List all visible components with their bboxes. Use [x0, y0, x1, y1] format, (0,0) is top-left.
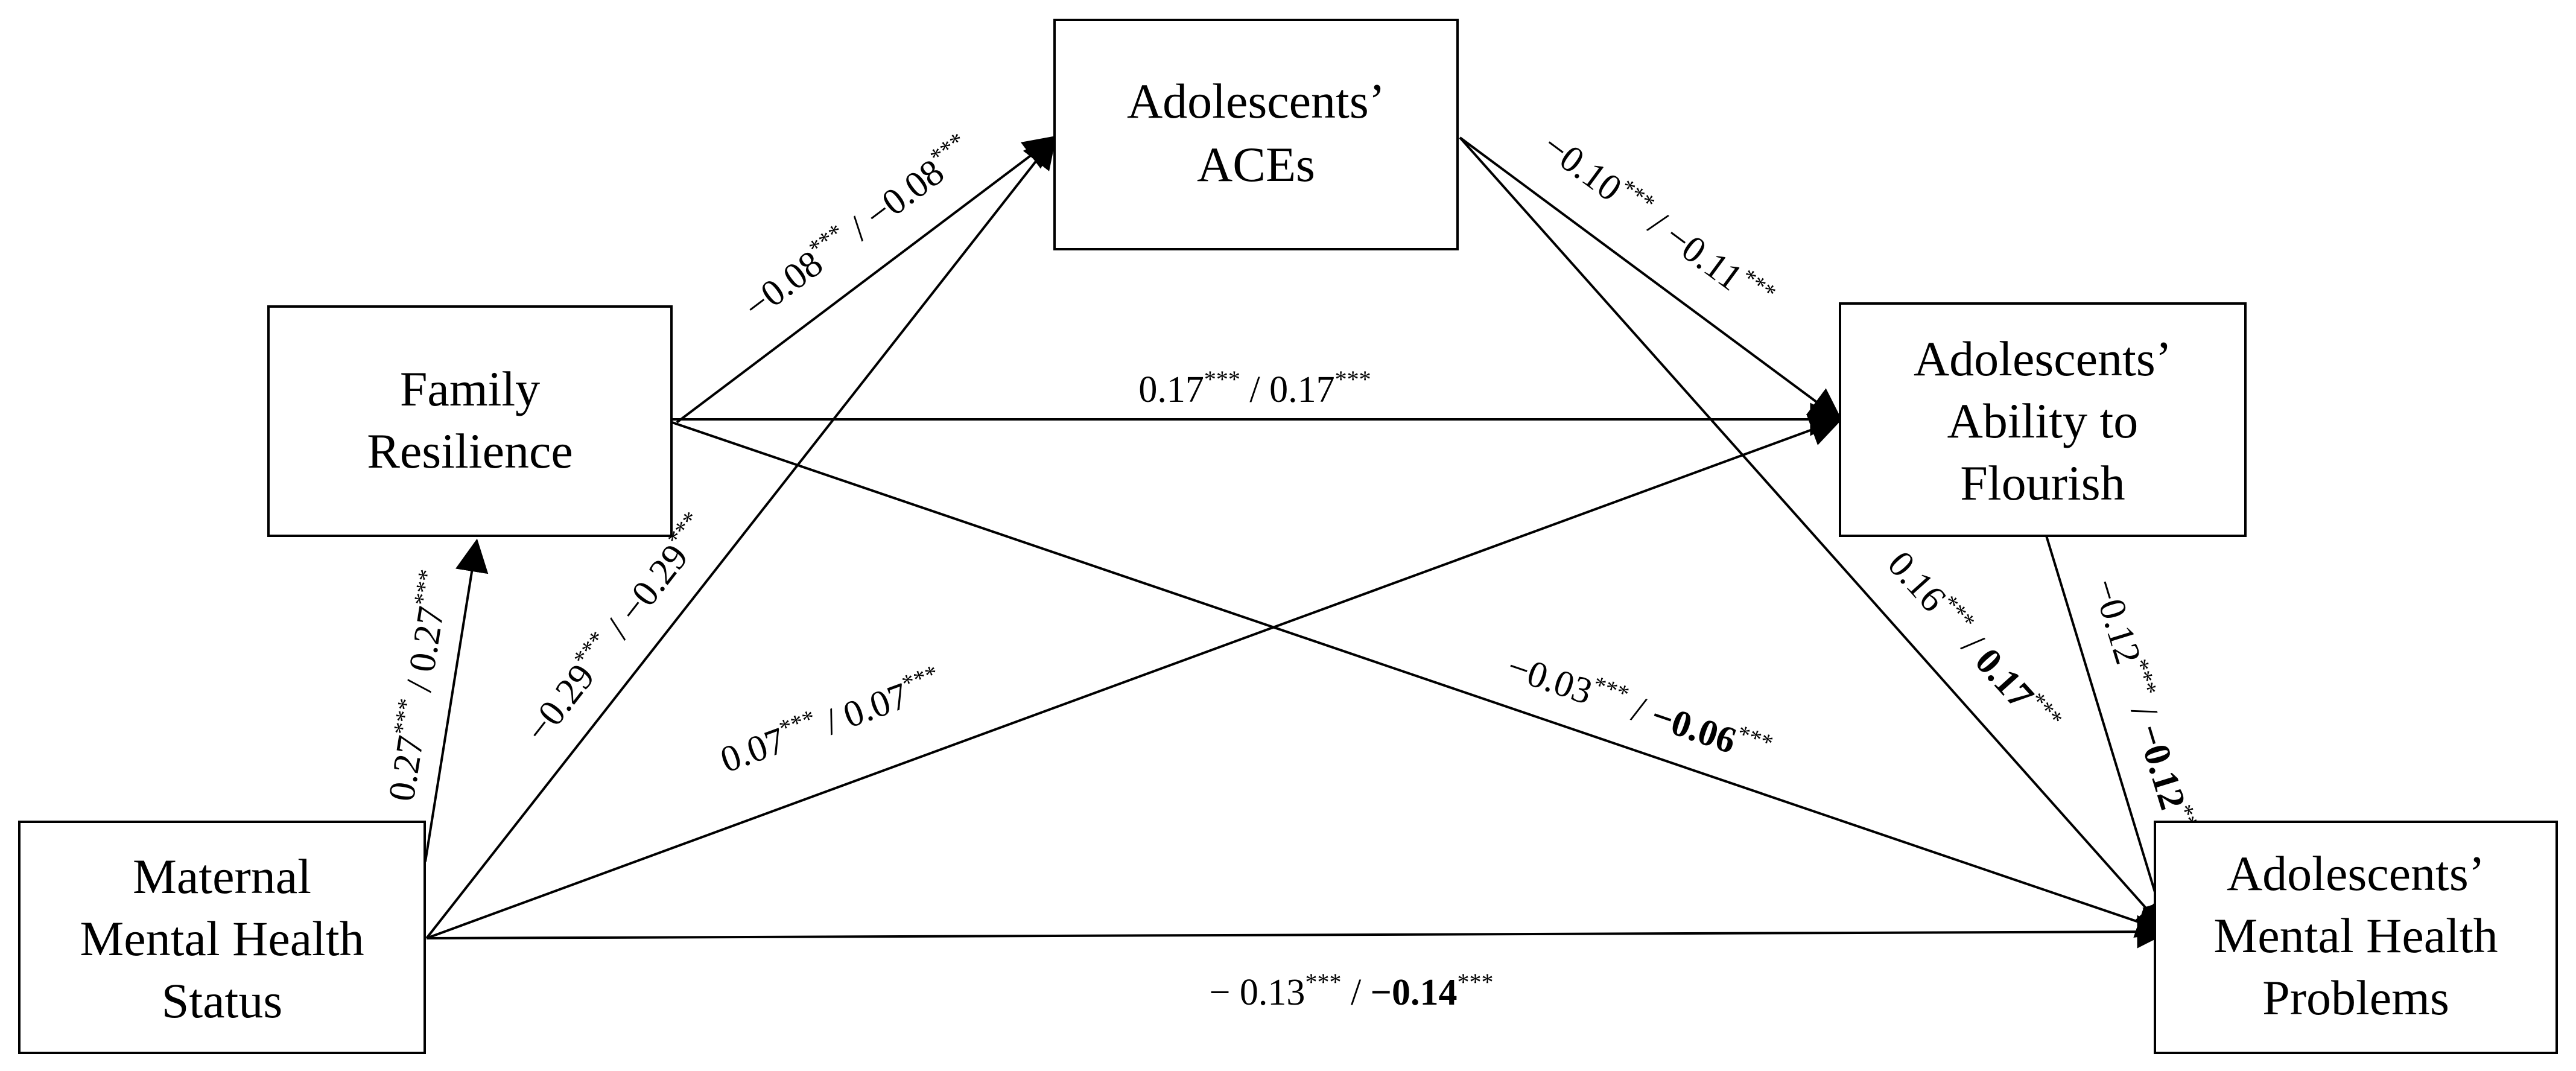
node-adolescents-ability-to-flourish: Adolescents’ Ability to Flourish [1839, 302, 2247, 537]
node-flourish-line-1: Adolescents’ [1914, 331, 2172, 386]
node-flourish-line-2: Ability to [1947, 393, 2139, 448]
node-adolescents-mental-health-problems: Adolescents’ Mental Health Problems [2154, 821, 2558, 1054]
label-maternal-flourish: 0.07*** / 0.07*** [714, 659, 947, 781]
edge-family-to-aces [676, 135, 1058, 424]
edge-aces-to-mental [1459, 136, 2169, 935]
node-flourish-line-3: Flourish [1960, 456, 2125, 510]
label-maternal-family: 0.27*** / 0.27*** [378, 567, 458, 804]
node-maternal-line-3: Status [162, 973, 282, 1028]
edge-flourish-to-mental [2045, 535, 2174, 935]
node-family-resilience-line-1: Family [400, 361, 540, 416]
node-maternal-line-2: Mental Health [80, 911, 364, 966]
edge-aces-to-flourish [1459, 136, 1843, 422]
label-family-flourish: 0.17*** / 0.17*** [1138, 366, 1371, 410]
edge-maternal-to-family [424, 538, 489, 862]
edge-labels: −0.08*** / −0.08*** −0.10*** / −0.11*** … [378, 125, 2207, 1013]
label-flourish-mental: −0.12*** / −0.12*** [2084, 573, 2207, 849]
label-family-aces: −0.08*** / −0.08*** [734, 127, 980, 328]
edge-maternal-to-mental [426, 915, 2171, 949]
label-maternal-mental: − 0.13*** / −0.14*** [1209, 968, 1493, 1013]
node-adolescents-aces-line-1: Adolescents’ [1127, 74, 1385, 129]
node-mental-line-2: Mental Health [2213, 908, 2498, 963]
edge-maternal-to-aces [425, 135, 1057, 939]
node-family-resilience: Family Resilience [267, 305, 673, 537]
node-mental-line-1: Adolescents’ [2227, 846, 2485, 901]
edge-family-to-mental [671, 421, 2171, 938]
label-family-mental: −0.03*** / −0.06*** [1502, 643, 1777, 774]
node-mental-line-3: Problems [2262, 970, 2449, 1025]
node-maternal-line-1: Maternal [133, 849, 311, 904]
node-family-resilience-line-2: Resilience [367, 424, 573, 478]
node-maternal-mental-health-status: Maternal Mental Health Status [18, 821, 426, 1054]
node-adolescents-aces-line-2: ACEs [1197, 137, 1315, 192]
node-adolescents-aces: Adolescents’ ACEs [1053, 19, 1459, 250]
label-maternal-aces: −0.29*** / −0.29*** [515, 506, 719, 750]
edge-maternal-to-flourish [426, 414, 1844, 939]
edges [424, 135, 2174, 949]
